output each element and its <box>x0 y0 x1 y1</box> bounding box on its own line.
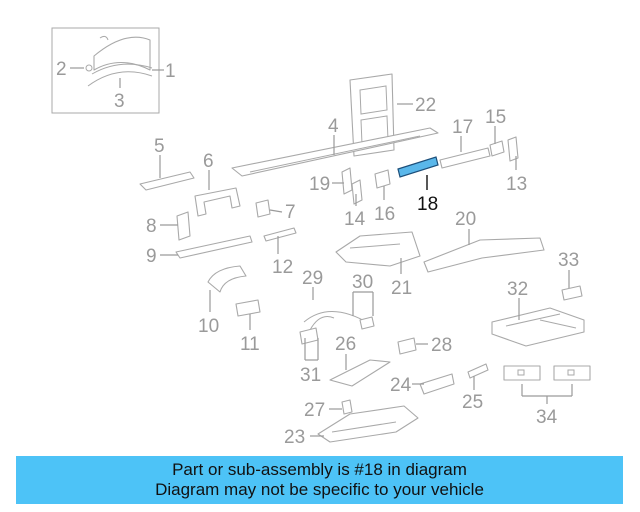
part-34-shapes <box>503 365 591 381</box>
callout-3: 3 <box>114 91 125 112</box>
callout-19: 19 <box>309 174 330 195</box>
part-25-shape <box>467 363 489 379</box>
callout-15: 15 <box>485 107 506 128</box>
part-19-shape <box>341 167 353 195</box>
callout-labels: 1 2 3 4 5 6 7 8 9 10 11 12 13 14 15 16 1… <box>56 59 579 448</box>
callout-21: 21 <box>391 278 412 299</box>
callout-4: 4 <box>328 116 339 137</box>
part-23-shape <box>317 405 419 443</box>
callout-10: 10 <box>198 316 219 337</box>
part-24-shape <box>419 373 455 395</box>
callout-16: 16 <box>374 204 395 225</box>
callout-5: 5 <box>154 136 165 157</box>
part-33-shape <box>561 285 583 301</box>
banner-line-2: Diagram may not be specific to your vehi… <box>155 480 484 499</box>
callout-8: 8 <box>146 216 157 237</box>
callout-24: 24 <box>390 375 412 396</box>
callout-12: 12 <box>272 257 293 278</box>
part-32-shape <box>491 307 585 347</box>
callout-28: 28 <box>431 335 452 356</box>
part-21-shape <box>335 231 421 267</box>
part-13-shape <box>507 136 519 162</box>
part-15-shape <box>489 140 505 157</box>
part-7-shape <box>255 199 271 218</box>
callout-9: 9 <box>146 246 157 267</box>
callout-22: 22 <box>415 95 436 116</box>
callout-1: 1 <box>165 61 176 82</box>
callout-23: 23 <box>284 427 305 448</box>
callout-27: 27 <box>304 400 325 421</box>
callout-31: 31 <box>300 365 321 386</box>
callout-34: 34 <box>536 407 558 428</box>
part-9-shape <box>175 235 253 259</box>
callout-30: 30 <box>352 272 373 293</box>
part-16-shape <box>374 169 391 189</box>
callout-6: 6 <box>203 151 214 172</box>
part-18-shape <box>397 156 439 178</box>
part-11-shape <box>235 299 261 317</box>
part-26-shape <box>329 359 391 387</box>
part-10-shape <box>207 265 247 293</box>
parts-diagram: 1 2 3 4 5 6 7 8 9 10 11 12 13 14 15 16 1… <box>51 27 591 448</box>
callout-14: 14 <box>344 209 366 230</box>
callout-25: 25 <box>462 392 483 413</box>
part-6-shape <box>194 187 241 217</box>
callout-2: 2 <box>56 59 67 80</box>
callout-29: 29 <box>302 268 323 289</box>
inset-detail <box>51 27 160 114</box>
callout-17: 17 <box>452 117 473 138</box>
part-27-shape <box>341 399 353 415</box>
part-20-shape <box>423 237 545 273</box>
info-banner: Part or sub-assembly is #18 in diagram D… <box>16 456 623 504</box>
part-5-shape <box>139 171 195 191</box>
callout-7: 7 <box>285 202 296 223</box>
part-8-shape <box>176 211 191 241</box>
leader-lines <box>70 67 573 437</box>
part-28-shape <box>397 337 417 355</box>
callout-33: 33 <box>558 250 579 271</box>
callout-13: 13 <box>506 174 527 195</box>
callout-26: 26 <box>335 334 356 355</box>
part-17-shape <box>439 147 491 169</box>
callout-32: 32 <box>507 279 528 300</box>
callout-18: 18 <box>417 194 438 215</box>
part-14-shape <box>351 179 363 205</box>
banner-line-1: Part or sub-assembly is #18 in diagram <box>172 460 467 479</box>
part-12-shape <box>263 227 297 242</box>
callout-20: 20 <box>455 209 476 230</box>
part-4-shape <box>231 127 439 177</box>
callout-11: 11 <box>240 334 260 355</box>
